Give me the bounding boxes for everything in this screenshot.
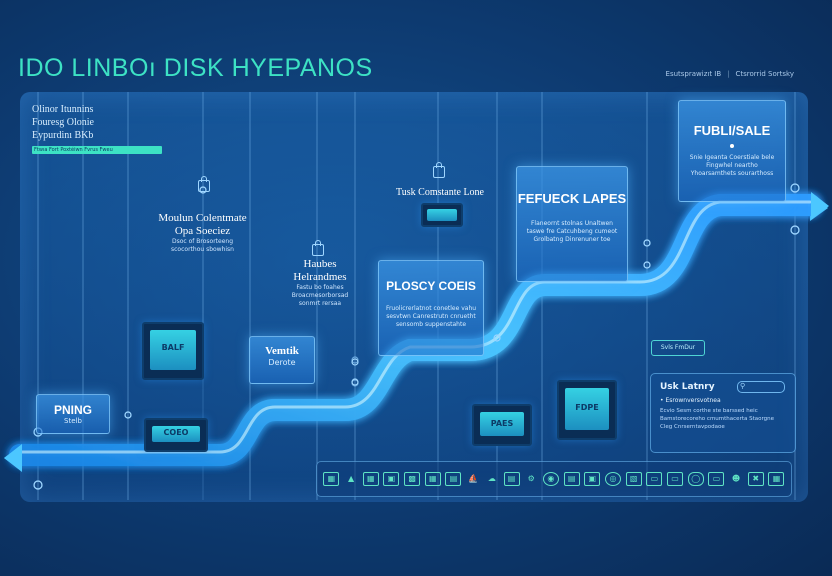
monitor-1-screen: BALF (150, 330, 196, 370)
search-icon: ⚲ (740, 382, 746, 390)
stage-fefueck[interactable]: FEFUECK LAPES Flaneornt stolnas Unaltwen… (516, 166, 628, 282)
eye-icon[interactable]: ◉ (542, 472, 559, 486)
monitor-3: PAES (472, 404, 532, 446)
cloud-icon[interactable]: ☁ (487, 474, 496, 483)
header-meta-right: Ctsrorrid Sortsky (735, 70, 794, 78)
network-icon[interactable]: ▦ (768, 472, 785, 486)
label-hauber-line1: Haubes (303, 258, 337, 270)
label-hauber-line2: Helrandmes (293, 271, 347, 283)
stage-ventik-title: Vemtik (265, 345, 299, 357)
stage-ploscy-sub: Fruolicrerlatnot conetlee vahu sesvtwn C… (385, 305, 477, 328)
lock-icon (198, 176, 210, 192)
stage-fefueck-title: FEFUECK LAPES (517, 191, 627, 206)
label-hauber-sub2: Broacmesorborsad (291, 292, 349, 299)
sheet-icon[interactable]: ▦ (323, 472, 340, 486)
label-motion: Moulun Colentmate Opa Soeciez Dsoc of Br… (145, 212, 260, 254)
stage-ploscy[interactable]: PLOSCY COEIS Fruolicrerlatnot conetlee v… (378, 260, 484, 356)
chart-icon[interactable]: ▩ (404, 472, 421, 486)
intro-line-1: Olinor Itunnins (32, 104, 94, 115)
label-motion-sub1: Dsoc of Brosorteeng (171, 238, 234, 245)
cube-icon[interactable]: ▣ (584, 472, 601, 486)
header-meta: Esutsprawizıt IB | Ctsrorrid Sortsky (666, 70, 794, 78)
phone-icon[interactable]: ▧ (625, 472, 642, 486)
grid-icon[interactable]: ▦ (362, 472, 379, 486)
stage-fefueck-sub: Flaneornt stolnas Unaltwen taswe fre Cat… (526, 220, 618, 243)
label-tusk: Tusk Comstante Lone (388, 186, 492, 199)
label-hauber-sub1: Fastu bo foahes (296, 284, 344, 291)
intro-line-2: Fouresg Olonie (32, 117, 94, 128)
tablet-icon[interactable]: ▭ (708, 472, 725, 486)
legend-search-input[interactable]: ⚲ (737, 381, 785, 393)
apps-icon[interactable]: ▦ (424, 472, 441, 486)
card-icon[interactable]: ▣ (383, 472, 400, 486)
intro-line-3: Eypurdinı BKb (32, 130, 94, 141)
stage-fubli-sub: Snie Igeanta Coerstiale bele Fingwhel ne… (689, 154, 775, 177)
lock-icon[interactable]: ▤ (445, 472, 462, 486)
intro-block: Olinor Itunnins Fouresg Olonie Eypurdinı… (32, 103, 172, 154)
stage-pning-title: PNING (53, 403, 92, 417)
settings-icon[interactable]: ⚙ (527, 474, 535, 483)
stage-pning-sub: Stelb (64, 417, 82, 425)
label-tusk-line1: Tusk Comstante Lone (396, 187, 484, 198)
label-motion-line2: Opa Soeciez (174, 225, 231, 237)
warning-icon[interactable]: ▲ (347, 474, 355, 483)
person-icon[interactable]: ☻ (731, 474, 741, 483)
code-icon[interactable]: ▤ (563, 472, 580, 486)
label-hauber-sub3: sonmrt rersaa (298, 300, 342, 307)
legend-subtitle: • Esrownversvotnea (660, 397, 721, 404)
doc-icon[interactable]: ▤ (503, 472, 520, 486)
legend-text: Ecvio Sesm corthe ste barssed heic Bamst… (660, 408, 775, 430)
stage-ventik-sub: Derote (268, 358, 296, 367)
header-meta-separator: | (727, 70, 730, 78)
monitor-2: COEO (144, 418, 208, 452)
stage-ploscy-title: PLOSCY COEIS (386, 279, 476, 293)
monitor-4-screen: FDPE (565, 388, 609, 430)
label-motion-line1: Moulun Colentmate (158, 212, 247, 224)
intro-highlight-bar: Ftwıa Fort Poxtéiwn Fvrus Fweu (32, 146, 162, 154)
cart-icon[interactable]: ◯ (687, 472, 704, 486)
ship-icon[interactable]: ⛵ (468, 474, 479, 483)
monitor-4: FDPE (557, 380, 617, 440)
icon-toolbar: ▦ ▲ ▦ ▣ ▩ ▦ ▤ ⛵ ☁ ▤ ⚙ ◉ ▤ ▣ ◎ ▧ ▭ ▭ ◯ ▭ … (316, 461, 792, 497)
stage-fubli[interactable]: FUBLI/SALE Snie Igeanta Coerstiale bele … (678, 100, 786, 202)
header-meta-left: Esutsprawizıt IB (665, 70, 722, 78)
label-motion-sub2: scocorthou sbowhisn (171, 246, 234, 253)
stage-fubli-title: FUBLI/SALE (693, 123, 771, 138)
page-title: IDO LINBOı DISK HYEPANOS (18, 54, 373, 82)
legend-subtitle-text: Esrownversvotnea (665, 397, 721, 404)
monitor-1: BALF (142, 322, 204, 380)
lock-icon (312, 240, 324, 256)
stage-pning[interactable]: PNING Stelb (36, 394, 110, 434)
folder-icon[interactable]: ▭ (667, 472, 684, 486)
bullet-dot (730, 144, 734, 148)
label-hauber: Haubes Helrandmes Fastu bo foahes Broacm… (275, 258, 365, 308)
stage-ventik[interactable]: Vemtik Derote (249, 336, 315, 384)
legend-tag[interactable]: Svls FmDur (651, 340, 705, 356)
legend-title: Usk Latnry (660, 382, 715, 392)
monitor-2-screen: COEO (152, 426, 200, 442)
wrench-icon[interactable]: ✖ (747, 472, 764, 486)
legend-card: Usk Latnry ⚲ • Esrownversvotnea Ecvio Se… (650, 373, 796, 453)
monitor-3-screen: PAES (480, 412, 524, 436)
mini-screen-tusk (421, 203, 463, 227)
lock-icon (433, 162, 445, 178)
globe-icon[interactable]: ◎ (604, 472, 621, 486)
tv-icon[interactable]: ▭ (646, 472, 663, 486)
